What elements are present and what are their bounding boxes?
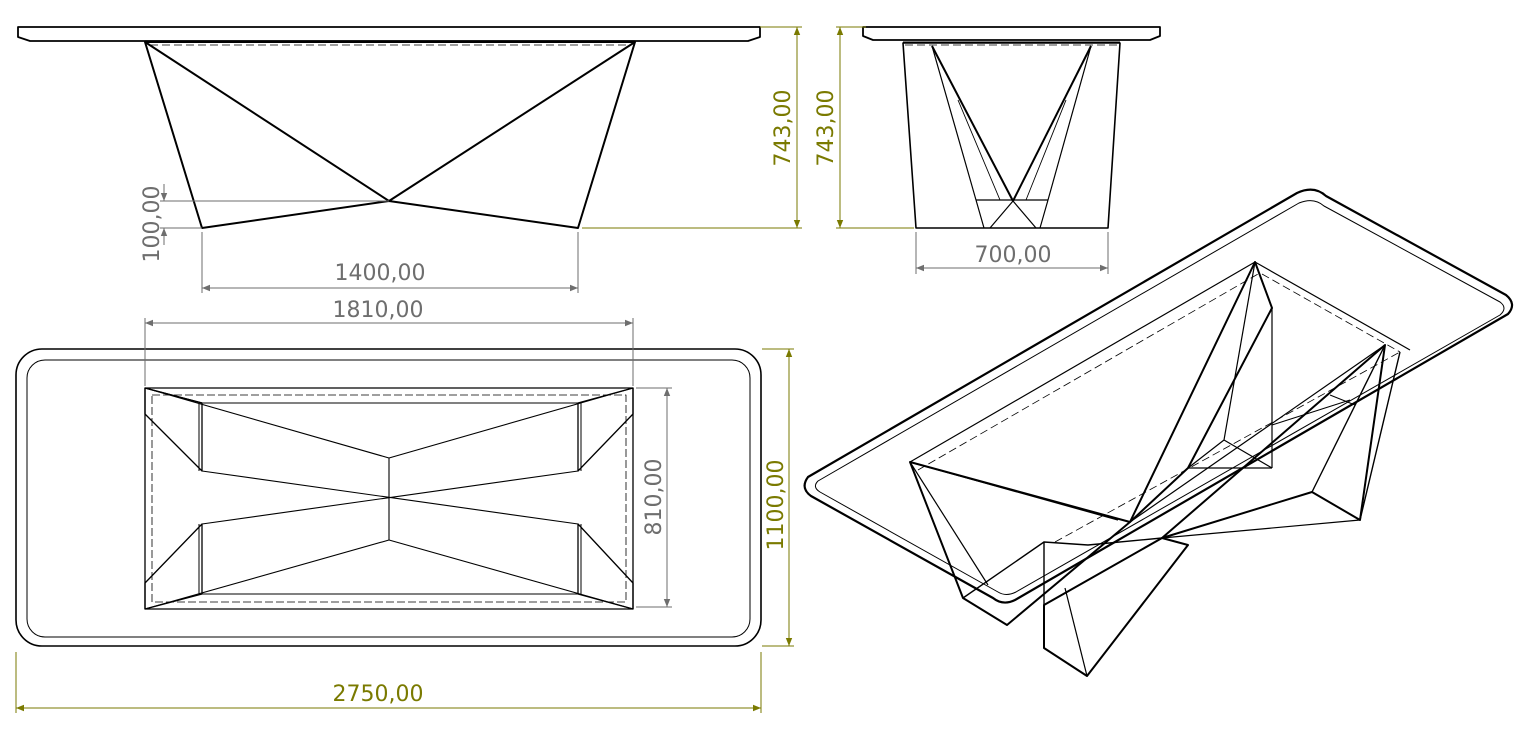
dim-front-leg-span: 1400,00 xyxy=(335,261,426,286)
dim-front-height: 743,00 xyxy=(771,90,796,167)
front-height-dimension xyxy=(582,26,802,229)
side-dimensions xyxy=(836,26,1109,274)
dim-top-inner-length: 1810,00 xyxy=(333,298,424,323)
top-view xyxy=(15,348,762,647)
dim-side-height: 743,00 xyxy=(814,90,839,167)
dim-front-offset: 100,00 xyxy=(140,186,165,263)
isometric-view xyxy=(803,188,1514,677)
top-dimensions xyxy=(15,318,794,713)
front-dimensions xyxy=(160,184,579,293)
front-view xyxy=(17,26,761,229)
side-view xyxy=(862,26,1161,229)
dim-top-inner-width: 810,00 xyxy=(642,459,667,536)
dim-top-overall-width: 1100,00 xyxy=(764,460,789,551)
dim-top-overall-length: 2750,00 xyxy=(333,682,424,707)
dim-side-width: 700,00 xyxy=(975,243,1052,268)
